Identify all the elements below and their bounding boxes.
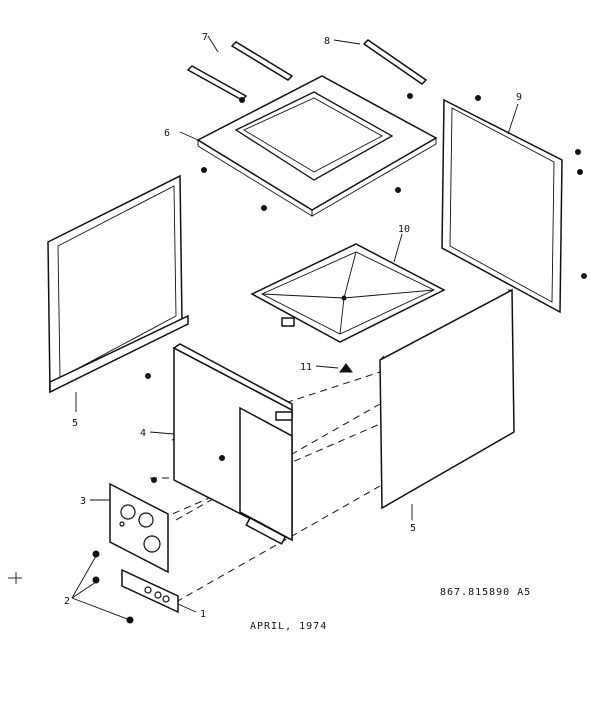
callout-labels: 1 2 3 4 5 5 6 7 8 9 10 11 xyxy=(64,32,522,620)
left-side-panel-part-5 xyxy=(47,174,189,394)
callout-5-left: 5 xyxy=(72,418,78,429)
callout-2: 2 xyxy=(64,596,70,607)
bracket-part-1 xyxy=(121,568,179,614)
callout-8: 8 xyxy=(324,36,330,47)
right-side-panel-part-9 xyxy=(441,98,563,314)
callout-5-right: 5 xyxy=(410,523,416,534)
drain-fitting-part-11 xyxy=(339,363,353,373)
callout-7: 7 xyxy=(202,32,208,43)
callout-3: 3 xyxy=(80,496,86,507)
grille-plate-part-3 xyxy=(109,482,169,574)
top-frame-part-6 xyxy=(196,75,438,217)
callout-6: 6 xyxy=(164,128,170,139)
callout-10: 10 xyxy=(398,224,410,235)
center-partition-part-4 xyxy=(172,343,293,545)
leader-lines xyxy=(71,35,519,621)
part-number: 867.815890 A5 xyxy=(440,587,531,598)
rail-part-8 xyxy=(362,39,428,85)
registration-mark xyxy=(8,572,22,584)
date-label: APRIL, 1974 xyxy=(250,621,327,632)
rail-part-7 xyxy=(186,41,294,101)
screws xyxy=(92,93,587,624)
callout-11: 11 xyxy=(300,362,312,373)
callout-9: 9 xyxy=(516,92,522,103)
callout-4: 4 xyxy=(140,428,146,439)
drain-pan-part-10 xyxy=(250,243,446,343)
front-right-panel-part-5 xyxy=(379,288,515,510)
callout-1: 1 xyxy=(200,609,206,620)
